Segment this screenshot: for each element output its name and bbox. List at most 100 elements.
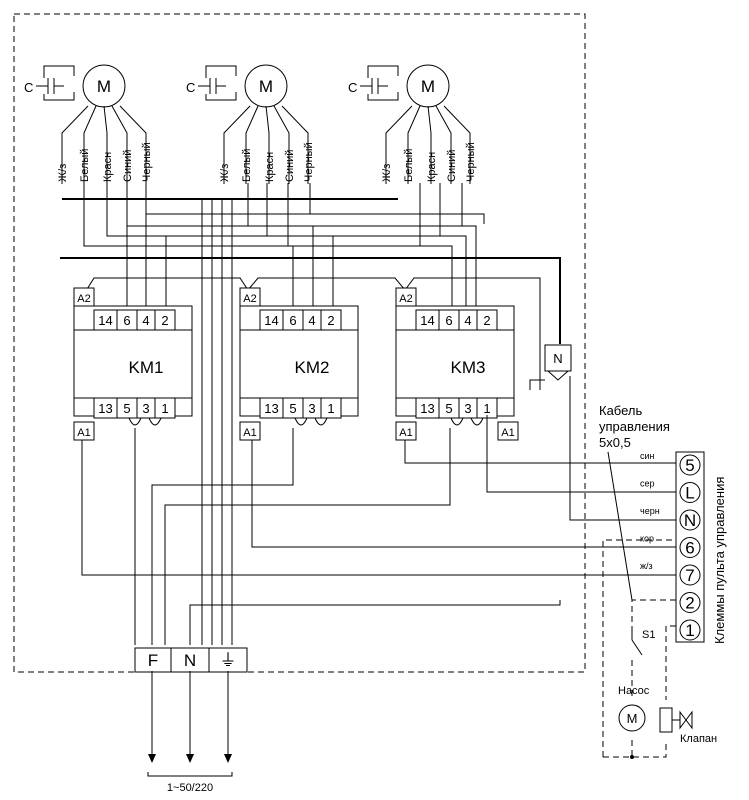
motor-wire-label: Красн (102, 152, 114, 182)
motor-wire-label: Ж/з (381, 164, 393, 182)
svg-text:6: 6 (289, 313, 296, 328)
svg-text:5: 5 (289, 401, 296, 416)
svg-text:2: 2 (327, 313, 334, 328)
control-terminal (679, 482, 701, 503)
n-block-label: N (553, 351, 562, 366)
motor-wire-label: Ж/з (219, 164, 231, 182)
svg-text:4: 4 (142, 313, 149, 328)
motor-wire-label: Синий (446, 150, 458, 182)
wire-bus (60, 183, 676, 645)
control-terminal (679, 537, 701, 558)
svg-text:13: 13 (264, 401, 278, 416)
supply-label: 1~50/220 (167, 782, 213, 794)
contactor-name: KM2 (295, 358, 330, 377)
enclosure-border (13, 13, 586, 673)
capacitor-label: C (348, 80, 357, 95)
motor-wire-label: Синий (284, 150, 296, 182)
svg-text:A2: A2 (243, 293, 256, 305)
motor-wire-label: Красн (426, 152, 438, 182)
svg-text:A1: A1 (77, 427, 90, 439)
motor-wire-label: Белый (403, 149, 415, 182)
svg-text:14: 14 (420, 313, 434, 328)
motor-1: C M Ж/з Белый Красн Синий Черный (24, 64, 153, 184)
control-panel-title: Клеммы пульта управления (712, 477, 727, 644)
valve-label: Клапан (680, 733, 717, 745)
svg-text:6: 6 (445, 313, 452, 328)
control-loop (602, 539, 676, 759)
control-wire-label: ж/з (640, 561, 653, 571)
control-terminal (679, 454, 701, 476)
svg-text:3: 3 (308, 401, 315, 416)
svg-text:1: 1 (685, 621, 694, 640)
control-wire-label: черн (640, 506, 660, 516)
svg-text:7: 7 (685, 566, 694, 585)
control-terminal (679, 592, 701, 613)
svg-text:L: L (685, 484, 694, 503)
svg-text:14: 14 (98, 313, 112, 328)
capacitor-label: C (24, 80, 33, 95)
svg-text:управления: управления (599, 419, 670, 434)
motor-wire-label: Черный (465, 142, 477, 182)
km3-extra-coil: A1 (497, 421, 519, 441)
pump-label: Насос (618, 685, 650, 697)
svg-text:A2: A2 (77, 293, 90, 305)
motor-wire-label: Ж/з (57, 164, 69, 182)
motor-2: C M Ж/з Белый Красн Синий Черный (186, 64, 315, 184)
svg-text:A1: A1 (243, 427, 256, 439)
svg-text:A1: A1 (399, 427, 412, 439)
supply-terminal: ⏚ (220, 651, 237, 670)
svg-text:5х0,5: 5х0,5 (599, 435, 631, 450)
motor-wire-label: Красн (264, 152, 276, 182)
svg-text:M: M (97, 77, 111, 96)
motor-wire-label: Белый (79, 149, 91, 182)
svg-text:3: 3 (142, 401, 149, 416)
svg-text:5: 5 (445, 401, 452, 416)
svg-text:14: 14 (264, 313, 278, 328)
svg-text:13: 13 (98, 401, 112, 416)
svg-text:A2: A2 (399, 293, 412, 305)
svg-text:M: M (259, 77, 273, 96)
supply-terminal-block: F N ⏚ (134, 647, 248, 673)
n-block: N (544, 344, 572, 381)
svg-text:5: 5 (123, 401, 130, 416)
svg-text:4: 4 (308, 313, 315, 328)
svg-text:N: N (684, 511, 696, 530)
control-terminal (679, 619, 701, 641)
svg-text:5: 5 (685, 456, 694, 475)
svg-text:1: 1 (483, 401, 490, 416)
svg-text:2: 2 (161, 313, 168, 328)
cable-label: Кабель управления 5х0,5 (599, 403, 670, 601)
motor-wire-label: Черный (303, 142, 315, 182)
motor-wire-label: Черный (141, 142, 153, 182)
motor-wire-label: Синий (122, 150, 134, 182)
svg-text:4: 4 (464, 313, 471, 328)
control-wires (81, 415, 676, 645)
motor-wire-label: Белый (241, 149, 253, 182)
svg-text:M: M (421, 77, 435, 96)
control-wire-label: кор (640, 534, 654, 544)
control-terminal (679, 564, 701, 586)
supply-arrows (147, 671, 233, 777)
control-wire-label: сер (640, 479, 655, 489)
valve-icon (659, 707, 693, 733)
capacitor-label: C (186, 80, 195, 95)
svg-text:13: 13 (420, 401, 434, 416)
svg-text:1: 1 (327, 401, 334, 416)
svg-text:6: 6 (123, 313, 130, 328)
pump-motor-icon: M (618, 704, 646, 732)
svg-text:1: 1 (161, 401, 168, 416)
svg-text:6: 6 (685, 539, 694, 558)
control-terminal (679, 509, 701, 531)
supply-terminal: N (184, 651, 196, 670)
supply-terminal: F (148, 651, 158, 670)
svg-text:M: M (627, 711, 638, 726)
control-wire-label: син (640, 451, 655, 461)
svg-text:2: 2 (685, 594, 694, 613)
svg-text:3: 3 (464, 401, 471, 416)
switch-label: S1 (642, 629, 655, 641)
contactor-name: KM1 (129, 358, 164, 377)
svg-text:2: 2 (483, 313, 490, 328)
